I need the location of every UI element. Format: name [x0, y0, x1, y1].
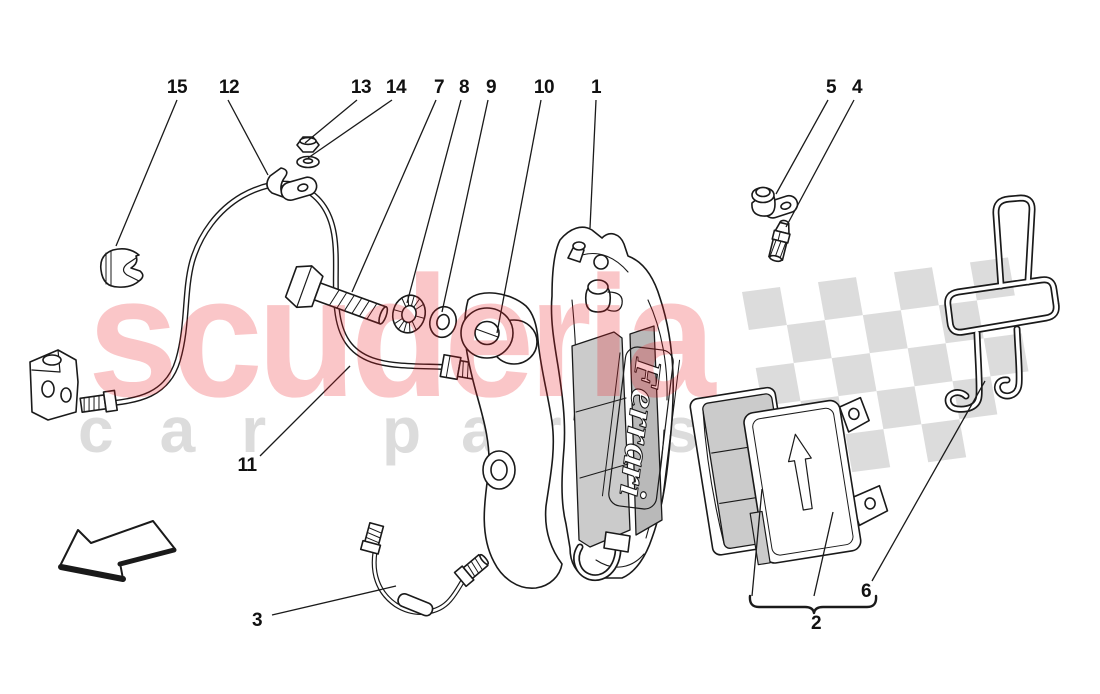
callout-15: 15	[166, 77, 188, 98]
lock-nut	[296, 136, 320, 153]
brake-pipe	[359, 522, 490, 617]
callout-7: 7	[433, 77, 445, 98]
hose-mounting-bracket	[29, 349, 79, 421]
callout-8: 8	[458, 77, 470, 98]
bleed-screw-cap	[751, 186, 799, 219]
callout-12: 12	[218, 77, 240, 98]
caliper-bleed-fitting	[584, 279, 623, 313]
caliper-carrier-arm	[463, 292, 563, 589]
callout-14: 14	[385, 77, 407, 98]
callout-6: 6	[860, 581, 872, 602]
flat-washer	[428, 305, 458, 339]
pads-group-brace	[748, 594, 878, 615]
callout-2: 2	[810, 613, 822, 634]
brake-pad-right	[743, 396, 889, 566]
callout-1: 1	[590, 77, 602, 98]
caliper-crossover-pipe	[573, 531, 631, 582]
callout-4: 4	[851, 77, 863, 98]
mounting-bolt	[284, 265, 389, 325]
hose-clamp	[266, 167, 318, 202]
callout-5: 5	[825, 77, 837, 98]
brake-pads	[689, 386, 889, 566]
watermark-brand: scuderia	[88, 241, 717, 433]
callout-3: 3	[251, 610, 263, 631]
bleed-screw	[768, 219, 791, 263]
callout-11: 11	[237, 455, 257, 476]
brake-caliper: Ferrari	[460, 226, 681, 589]
callout-10: 10	[533, 77, 555, 98]
callout-9: 9	[485, 77, 497, 98]
caliper-top-bolt	[567, 241, 586, 263]
hose-fitting-bracket-end	[79, 389, 119, 413]
pad-spring-clip	[944, 194, 1060, 413]
serrated-washer	[391, 294, 427, 334]
callout-13: 13	[350, 77, 372, 98]
hose-retaining-clip	[99, 248, 144, 288]
leader-lines	[115, 99, 986, 616]
pad-direction-up-arrow-icon	[787, 433, 813, 511]
direction-arrow	[58, 520, 177, 582]
clamp-washer	[296, 155, 320, 169]
